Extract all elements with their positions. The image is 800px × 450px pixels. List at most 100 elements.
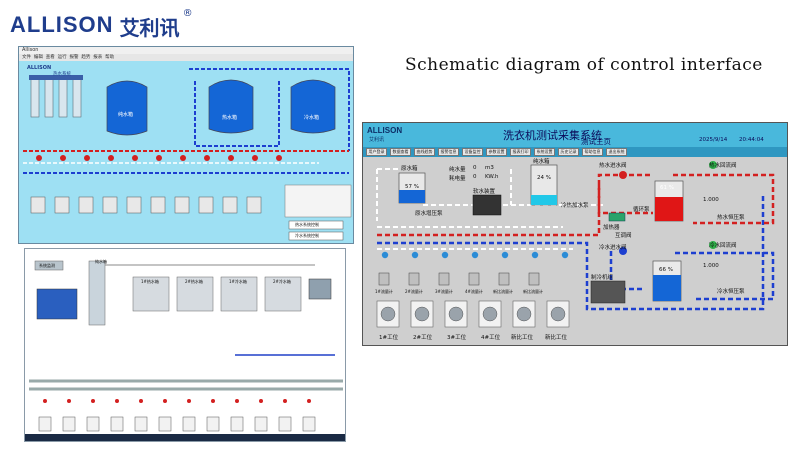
raw-pump-label: 原水增压泵 <box>415 211 443 217</box>
registered-mark: ® <box>182 8 193 19</box>
os-taskbar[interactable] <box>25 434 345 441</box>
flow-meter-label: 3#流量计 <box>435 289 453 294</box>
hot-press-pump-label: 热水恒压泵 <box>717 215 745 221</box>
filter-2-icon <box>44 78 54 118</box>
window-menubar: 文件 编辑 查看 运行 报警 趋势 报表 帮助 <box>19 54 353 61</box>
cold-hot-pump-label: 冷热加水泵 <box>561 203 589 209</box>
cold-press-pump-label: 冷水恒压泵 <box>717 289 745 295</box>
chiller-icon <box>308 278 332 300</box>
tank-level: 24 % <box>537 175 551 181</box>
hot-return-valve-label: 热水回流阀 <box>709 163 737 169</box>
station-label: 3#工位 <box>447 335 467 341</box>
parameter-table <box>284 184 352 218</box>
cold-in-valve-icon[interactable] <box>619 247 627 255</box>
hot-in-valve-icon[interactable] <box>619 171 627 179</box>
hot-return-valve-icon[interactable] <box>709 161 717 169</box>
cold-system-button[interactable]: 冷水系统控制 <box>295 233 319 238</box>
cold-tank-2-icon <box>264 276 302 312</box>
red-valve-row <box>43 399 311 403</box>
nav-button[interactable]: 设备监控 <box>462 148 483 156</box>
window-logo: ALLISON <box>27 65 52 71</box>
header-logo-sub: 艾利讯 <box>369 137 385 143</box>
nav-button[interactable]: 退出系统 <box>606 148 627 156</box>
cold-pipe-chiller <box>609 251 643 291</box>
station-label: 1#工位 <box>379 335 399 341</box>
tank-label: 1#热水箱 <box>141 279 159 284</box>
cold-tank-1-icon <box>220 276 258 312</box>
hot-pipe-return <box>673 173 775 225</box>
cold-water-tank-icon <box>290 79 336 134</box>
tower-label: 纯水箱 <box>95 259 107 264</box>
tank-label: 2#冷水箱 <box>273 279 291 284</box>
cold-return-valve-icon[interactable] <box>709 241 717 249</box>
cold-water-tank-fill <box>653 275 681 301</box>
nav-button[interactable]: 曲线趋势 <box>414 148 435 156</box>
station-label: 2#工位 <box>413 335 433 341</box>
cold-in-valve-label: 冷水进水阀 <box>599 245 627 251</box>
menu-item[interactable]: 报警 <box>69 55 79 60</box>
filter-3-icon <box>58 78 68 118</box>
washer-row <box>30 196 262 214</box>
menu-item[interactable]: 运行 <box>57 55 67 60</box>
menu-item[interactable]: 编辑 <box>33 55 43 60</box>
nav-button[interactable]: 帮助信息 <box>582 148 603 156</box>
hot-water-schematic: 纯水箱 热水箱 冷水箱 <box>23 68 352 241</box>
brand-logo: ALLISON 艾利讯 ® <box>10 8 193 41</box>
reading-value: 0 <box>473 165 477 171</box>
hot-water-tank-icon <box>208 79 254 134</box>
monitoring-window: 系统监测 纯水箱 1#热水箱 2#热水箱 1#冷水箱 2#冷水箱 <box>24 248 346 442</box>
nav-button[interactable]: 报警信息 <box>438 148 459 156</box>
process-schematic <box>376 161 775 328</box>
filter-manifold <box>29 75 83 80</box>
cold-pipe-loop <box>194 81 280 147</box>
window-header: ALLISON 艾利讯 洗衣机测试采集系统 测试主页 2025/9/14 20:… <box>363 123 787 147</box>
softener-label: 软水装置 <box>473 189 496 195</box>
reading-label: 耗电量 <box>449 176 466 182</box>
heater-icon <box>608 212 626 222</box>
menu-item[interactable]: 文件 <box>22 55 31 60</box>
panel-label-bg <box>34 260 64 271</box>
time-display: 20:44:04 <box>739 137 764 143</box>
hot-press-value: 1.000 <box>703 197 719 203</box>
menu-item[interactable]: 帮助 <box>105 55 115 60</box>
cold-system-button-bg[interactable] <box>288 231 344 241</box>
pure-water-tank-fill <box>531 195 557 205</box>
hot-tank-1-icon <box>132 276 170 312</box>
hot-in-valve-label: 热水进水阀 <box>599 163 627 169</box>
panel-label: 系统监测 <box>39 263 55 268</box>
cold-return-valve-label: 冷水回流阀 <box>709 243 737 249</box>
menu-item[interactable]: 查看 <box>45 55 55 60</box>
flow-meter-label: 4#流量计 <box>465 289 483 294</box>
page-title: 测试主页 <box>581 137 611 146</box>
hot-tank-2-icon <box>176 276 214 312</box>
nav-button[interactable]: 报表打印 <box>510 148 531 156</box>
nav-button[interactable]: 用户登录 <box>366 148 387 156</box>
system-title: 洗衣机测试采集系统 <box>503 129 602 142</box>
tank-label: 1#冷水箱 <box>229 279 247 284</box>
pure-water-tank-label: 纯水箱 <box>118 111 133 118</box>
tower-tank-icon <box>88 260 106 326</box>
date-display: 2025/9/14 <box>699 137 728 143</box>
nav-button[interactable]: 参数设置 <box>486 148 507 156</box>
flow-meter-row <box>378 272 540 286</box>
hot-water-system-window: Allison 文件 编辑 查看 运行 报警 趋势 报表 帮助 纯水箱 热水箱 <box>18 46 354 244</box>
water-treatment-unit-icon <box>36 288 78 320</box>
hot-system-button-bg[interactable] <box>288 220 344 230</box>
nav-button[interactable]: 系统设置 <box>534 148 555 156</box>
washer-station-row <box>38 416 316 432</box>
cold-pipe-return <box>675 251 775 301</box>
raw-water-tank-fill <box>399 190 425 203</box>
station-label: 新比工位 <box>545 335 568 341</box>
chiller-label: 制冷机组 <box>591 275 614 281</box>
cold-pipe-supply <box>377 195 765 311</box>
cold-pipe-top <box>189 68 350 151</box>
nav-button[interactable]: 数据查看 <box>390 148 411 156</box>
nav-button[interactable]: 历史记录 <box>558 148 579 156</box>
tank-level: 61 % <box>660 185 674 191</box>
tank-name: 原水箱 <box>401 166 418 172</box>
menu-item[interactable]: 趋势 <box>81 55 91 60</box>
hot-system-button[interactable]: 热水系统控制 <box>295 222 319 227</box>
menu-item[interactable]: 报表 <box>93 55 103 60</box>
hot-water-tank-label: 热水箱 <box>222 114 237 121</box>
